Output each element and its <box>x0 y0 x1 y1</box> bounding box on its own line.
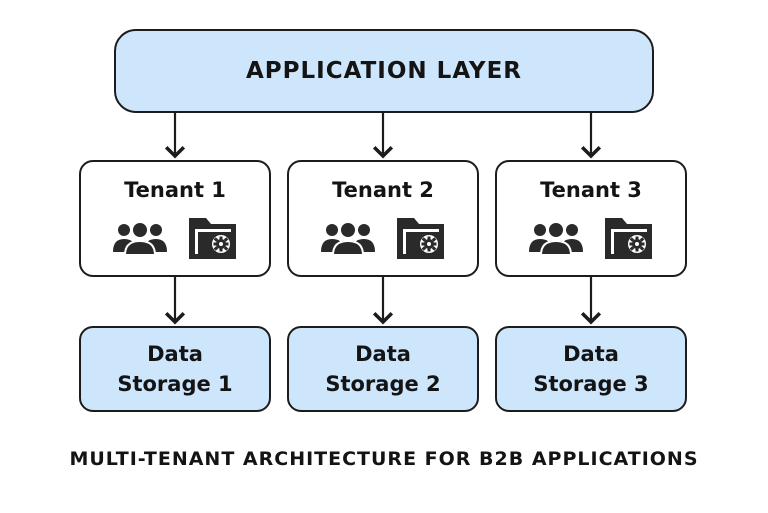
users-icon <box>528 217 584 261</box>
tenant-3-box: Tenant 3 <box>495 160 687 277</box>
application-layer-box: APPLICATION LAYER <box>114 29 654 113</box>
storage-2-line2: Storage 2 <box>325 372 441 396</box>
storage-1-line2: Storage 1 <box>117 372 233 396</box>
tenant-2-box: Tenant 2 <box>287 160 479 277</box>
storage-2-line1: Data <box>355 342 411 366</box>
folder-settings-icon <box>604 214 654 264</box>
storage-3-line1: Data <box>563 342 619 366</box>
data-storage-1-box: Data Storage 1 <box>79 326 271 412</box>
folder-settings-icon <box>396 214 446 264</box>
tenant-1-box: Tenant 1 <box>79 160 271 277</box>
application-layer-label: APPLICATION LAYER <box>245 58 522 84</box>
tenant-3-name: Tenant 3 <box>540 178 642 202</box>
users-icon <box>320 217 376 261</box>
data-storage-2-box: Data Storage 2 <box>287 326 479 412</box>
data-storage-3-box: Data Storage 3 <box>495 326 687 412</box>
diagram-caption: MULTI-TENANT ARCHITECTURE FOR B2B APPLIC… <box>69 448 699 470</box>
folder-settings-icon <box>188 214 238 264</box>
tenant-1-name: Tenant 1 <box>124 178 226 202</box>
users-icon <box>112 217 168 261</box>
storage-3-line2: Storage 3 <box>533 372 649 396</box>
storage-1-line1: Data <box>147 342 203 366</box>
tenant-2-name: Tenant 2 <box>332 178 434 202</box>
